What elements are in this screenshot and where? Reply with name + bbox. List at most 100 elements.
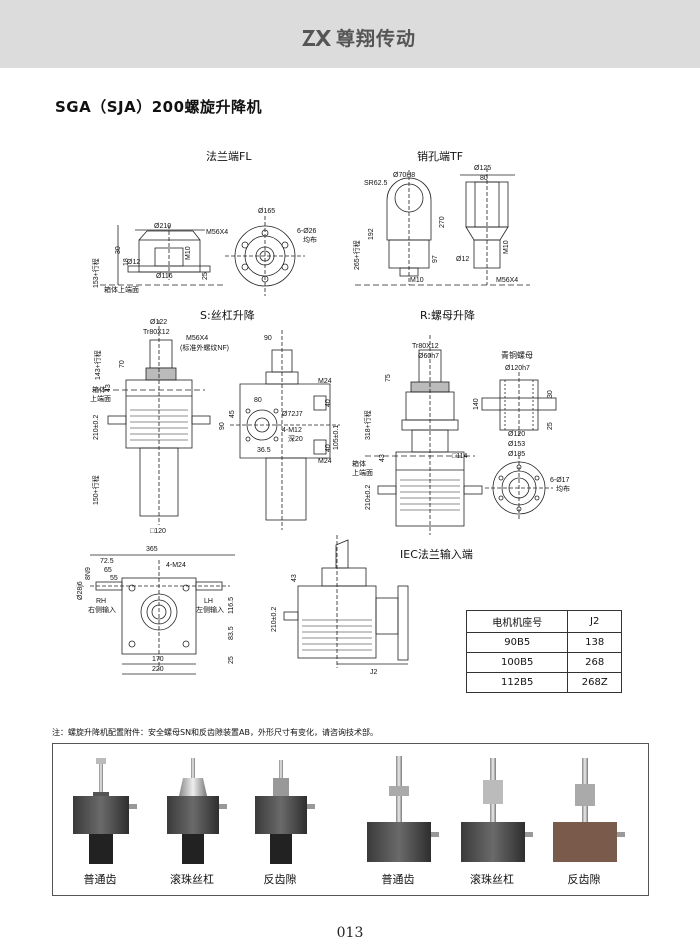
view-label-s: S:丝杠升降	[200, 309, 255, 322]
dim-r-210: 210±0.2	[365, 485, 372, 510]
table-cell: 138	[567, 632, 622, 653]
dim-s-4m12: 4-M12	[282, 427, 302, 434]
dim-r-box: 箱体	[352, 459, 366, 468]
dim-fl-153: 153+行程	[91, 258, 100, 288]
fl-top-view	[225, 216, 305, 296]
dim-s-std: (标准外螺纹NF)	[180, 343, 229, 352]
table-row: 112B5 268Z	[465, 672, 622, 693]
view-label-iec: IEC法兰输入端	[400, 548, 473, 561]
photo-caption-4: 普通齿	[381, 873, 415, 886]
motor-frame-table: 电机机座号 J2 90B5 138 100B5 268 112B5 268Z	[465, 610, 622, 693]
dim-n-even: 均布	[556, 484, 570, 493]
dim-fl-d116: Ø116	[156, 273, 173, 280]
dim-p-lh2: 左侧输入	[196, 605, 224, 614]
table-cell: 100B5	[465, 652, 569, 673]
dim-n-d120: Ø120h7	[505, 365, 530, 372]
dim-p-725: 72.5	[100, 558, 114, 565]
dim-s-80: 80	[254, 397, 262, 404]
dim-fl-m56: M56X4	[206, 229, 228, 236]
dim-fl-d165: Ø165	[258, 208, 275, 215]
dim-tf-265: 265+行程	[352, 240, 361, 270]
dim-p-65: 65	[104, 567, 112, 574]
dim-r-tr: Tr80X12	[412, 343, 439, 350]
dim-tf-80: 80	[480, 175, 488, 182]
dim-s-40b: 40	[325, 444, 332, 452]
page-number: 013	[336, 925, 364, 941]
tf-front-view	[355, 170, 530, 286]
photo-caption-3: 反齿隙	[263, 873, 297, 886]
dim-tf-sr: SR62.5	[364, 180, 387, 187]
table-cell: 268	[567, 652, 622, 673]
product-photo-panel	[52, 743, 649, 896]
tf-side-view	[460, 168, 515, 285]
dim-p-8n9: 8N9	[85, 567, 92, 580]
table-row: 90B5 138	[465, 632, 622, 653]
table-cell: 268Z	[567, 672, 622, 693]
table-cell: 90B5	[465, 632, 569, 653]
plan-view	[90, 554, 235, 675]
table-cell: 112B5	[465, 672, 569, 693]
dim-tf-m10: M10	[410, 277, 424, 284]
dim-tf-192: 192	[368, 228, 375, 240]
dim-fl-25: 25	[202, 272, 209, 280]
product-photo-4	[367, 756, 439, 862]
product-photo-5	[461, 758, 533, 862]
dim-p-d28: Ø28j6	[77, 581, 84, 600]
dim-s-365: 36.5	[257, 447, 271, 454]
view-label-tf: 销孔端TF	[417, 150, 464, 163]
dim-p-55: 55	[110, 575, 118, 582]
dim-n-d185: Ø185	[508, 451, 525, 458]
dim-s-d122: Ø122	[150, 319, 167, 326]
dim-s-105: 105±0.1	[333, 425, 340, 450]
dim-tf-d125: Ø125	[474, 165, 491, 172]
dim-i-j2: J2	[370, 669, 378, 676]
header-bar: 尊翔传动	[0, 0, 700, 68]
dim-p-116: 116.5	[228, 597, 235, 614]
s-side-view	[230, 330, 340, 530]
dim-n-25: 25	[547, 422, 554, 430]
dim-p-4m24: 4-M24	[166, 562, 186, 569]
dim-s-45: 45	[229, 410, 236, 418]
dim-tf-d70: Ø70H8	[393, 172, 415, 179]
dim-s-120: □120	[150, 528, 166, 535]
dim-s-box: 箱体	[92, 385, 106, 394]
photo-caption-5: 滚珠丝杠	[470, 873, 514, 886]
dim-p-lh: LH	[204, 598, 213, 605]
dim-r-43: 43	[379, 454, 386, 462]
product-photo-6	[553, 758, 625, 862]
dim-s-tr: Tr80X12	[143, 329, 170, 336]
product-photo-1	[73, 758, 137, 864]
dim-n-617: 6-Ø17	[550, 477, 570, 484]
brand-name: 尊翔传动	[336, 28, 417, 50]
dim-p-25: 25	[228, 656, 235, 664]
dim-s-d72: Ø72J7	[282, 411, 303, 418]
table-header: J2	[567, 610, 622, 633]
dim-fl-626: 6-Ø26	[297, 228, 317, 235]
dim-r-318: 318+行程	[363, 410, 372, 440]
table-header: 电机机座号	[465, 610, 569, 633]
table-header-row: 电机机座号 J2	[465, 610, 622, 633]
dim-fl-30: 30	[115, 246, 122, 254]
product-photos-illustration	[73, 756, 625, 864]
dim-s-40: 40	[325, 399, 332, 407]
dim-r-box2: 上端面	[352, 468, 373, 477]
dim-fl-d12: Ø12	[127, 259, 140, 266]
dim-tf-m10b: M10	[503, 240, 510, 254]
s-front-view	[95, 320, 211, 525]
view-label-nut: 青铜螺母	[501, 351, 533, 360]
footnote: 注：螺旋升降机配置附件：安全螺母SN和反齿隙装置AB，外形尺寸有变化，请咨询技术…	[52, 728, 379, 737]
dim-s-143: 143+行程	[93, 350, 102, 380]
dim-s-m24b: M24	[318, 458, 332, 465]
dim-p-365: 365	[146, 546, 158, 553]
brand-logo: 尊翔传动	[302, 24, 416, 51]
photo-caption-6: 反齿隙	[567, 873, 601, 886]
product-photo-2	[167, 758, 227, 864]
dim-n-d153: Ø153	[508, 441, 525, 448]
dim-n-140: 140	[473, 398, 480, 410]
dim-tf-270: 270	[439, 216, 446, 228]
view-label-r: R:螺母升降	[420, 309, 476, 322]
photo-caption-2: 滚珠丝杠	[170, 873, 214, 886]
view-label-fl: 法兰端FL	[206, 150, 252, 163]
dim-fl-m10: M10	[185, 246, 192, 260]
dim-n-d120b: Ø120	[508, 431, 525, 438]
